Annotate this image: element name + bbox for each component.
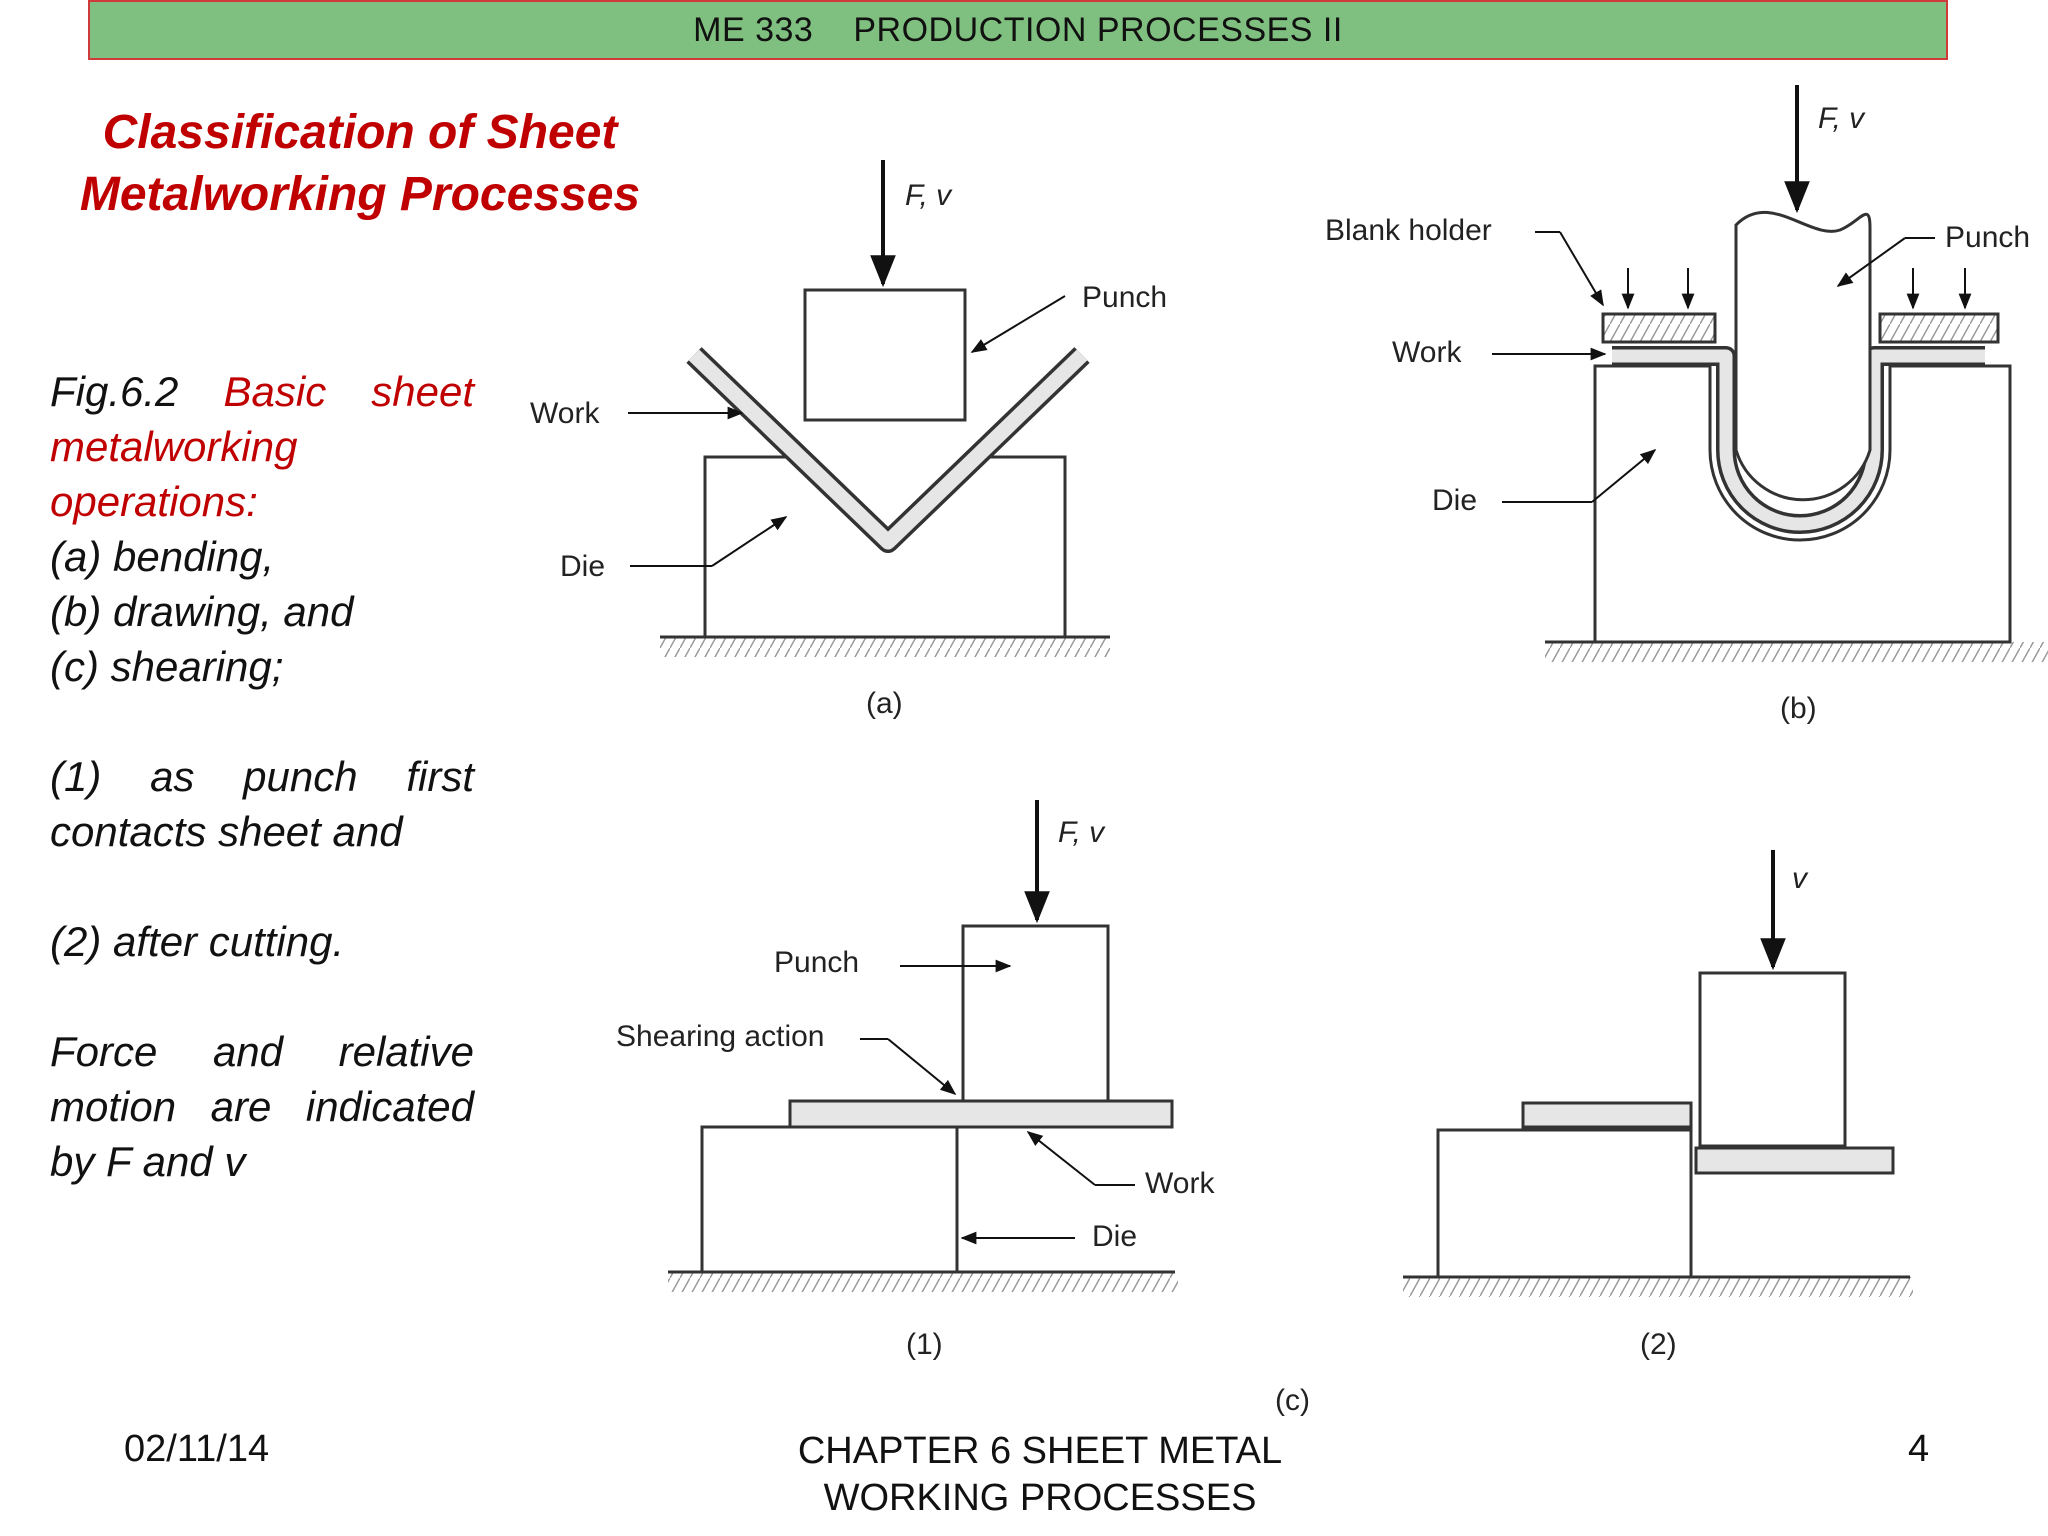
note-3a: Force and relative bbox=[50, 1028, 474, 1075]
footer-chapter: CHAPTER 6 SHEET METAL WORKING PROCESSES bbox=[720, 1428, 1360, 1522]
blank-holder-left bbox=[1601, 312, 1717, 344]
diagram-shearing-1: F, v Punch Shearing action Work Die (1) bbox=[616, 800, 1215, 1361]
slide-title-line1: Classification of Sheet bbox=[102, 106, 618, 159]
die-label-c1: Die bbox=[1092, 1220, 1137, 1253]
caption-line: Fig.6.2 Basic sheet bbox=[50, 364, 474, 419]
tag-c: (c) bbox=[1275, 1384, 1310, 1417]
work-label-c1: Work bbox=[1145, 1167, 1215, 1200]
item-c: (c) shearing; bbox=[50, 643, 284, 690]
fig-number: Fig.6.2 bbox=[50, 368, 179, 415]
velocity-label-c2: v bbox=[1792, 862, 1809, 895]
footer-date: 02/11/14 bbox=[124, 1428, 270, 1470]
blank-holder-right bbox=[1878, 312, 2000, 344]
item-b: (b) drawing, and bbox=[50, 588, 354, 635]
shearing-label: Shearing action bbox=[616, 1020, 824, 1053]
punch-a bbox=[803, 288, 967, 422]
die-label-b: Die bbox=[1432, 484, 1477, 517]
work-label-b: Work bbox=[1392, 336, 1462, 369]
course-code: ME 333 bbox=[693, 10, 814, 49]
fig-title-3: operations: bbox=[50, 478, 258, 525]
course-subject: PRODUCTION PROCESSES II bbox=[853, 10, 1343, 49]
note-3b: motion are indicated bbox=[50, 1083, 474, 1130]
tag-c1: (1) bbox=[906, 1328, 943, 1361]
ground-c1 bbox=[668, 1270, 1178, 1292]
note-3c: by F and v bbox=[50, 1138, 246, 1185]
ground-a bbox=[660, 635, 1110, 657]
slide-header: ME 333 PRODUCTION PROCESSES II bbox=[88, 0, 1948, 60]
slide-title-line2: Metalworking Processes bbox=[79, 168, 641, 221]
fig-title: Basic sheet bbox=[223, 368, 474, 415]
slug-c2 bbox=[1694, 1146, 1895, 1175]
figure-caption: Fig.6.2 Basic sheet metalworking operati… bbox=[50, 364, 474, 1189]
punch-c1 bbox=[961, 924, 1110, 1103]
force-label-a: F, v bbox=[905, 179, 953, 212]
diagram-bending: F, v Punch Work Die (a) bbox=[530, 160, 1167, 720]
sheet-left-c2 bbox=[1521, 1101, 1693, 1129]
tag-c2: (2) bbox=[1640, 1328, 1677, 1361]
punch-c2 bbox=[1698, 971, 1847, 1148]
work-c1 bbox=[788, 1099, 1174, 1129]
note-1a: (1) as punch first bbox=[50, 753, 474, 800]
diagram-shearing-2: v (2) bbox=[1403, 850, 1913, 1361]
ground-b bbox=[1545, 640, 2048, 662]
item-a: (a) bending, bbox=[50, 533, 275, 580]
die-label-a: Die bbox=[560, 550, 605, 583]
die-b bbox=[1593, 364, 2012, 644]
tag-b: (b) bbox=[1780, 692, 1817, 725]
punch-label-a: Punch bbox=[1082, 281, 1167, 314]
ground-c2 bbox=[1403, 1275, 1913, 1297]
footer-chapter-line1: CHAPTER 6 SHEET METAL bbox=[797, 1430, 1283, 1472]
punch-label-b: Punch bbox=[1945, 221, 2030, 254]
die-c1 bbox=[700, 1125, 959, 1274]
note-1b: contacts sheet and bbox=[50, 808, 403, 855]
work-label-a: Work bbox=[530, 397, 600, 430]
fig-title-2: metalworking bbox=[50, 423, 298, 470]
page-number: 4 bbox=[1908, 1428, 1930, 1470]
force-label-c1: F, v bbox=[1058, 816, 1106, 849]
force-label-b: F, v bbox=[1818, 102, 1866, 135]
punch-label-c1: Punch bbox=[774, 946, 859, 979]
diagram-drawing: F, v Blank holder Punch Work Die (b) bbox=[1325, 85, 2048, 725]
punch-b bbox=[1734, 211, 1872, 502]
footer-chapter-line2: WORKING PROCESSES bbox=[823, 1477, 1257, 1519]
slide-title: Classification of Sheet Metalworking Pro… bbox=[40, 102, 680, 226]
tag-a: (a) bbox=[866, 687, 903, 720]
note-2: (2) after cutting. bbox=[50, 918, 345, 965]
die-c2 bbox=[1436, 1128, 1693, 1279]
blank-holder-label: Blank holder bbox=[1325, 214, 1492, 247]
